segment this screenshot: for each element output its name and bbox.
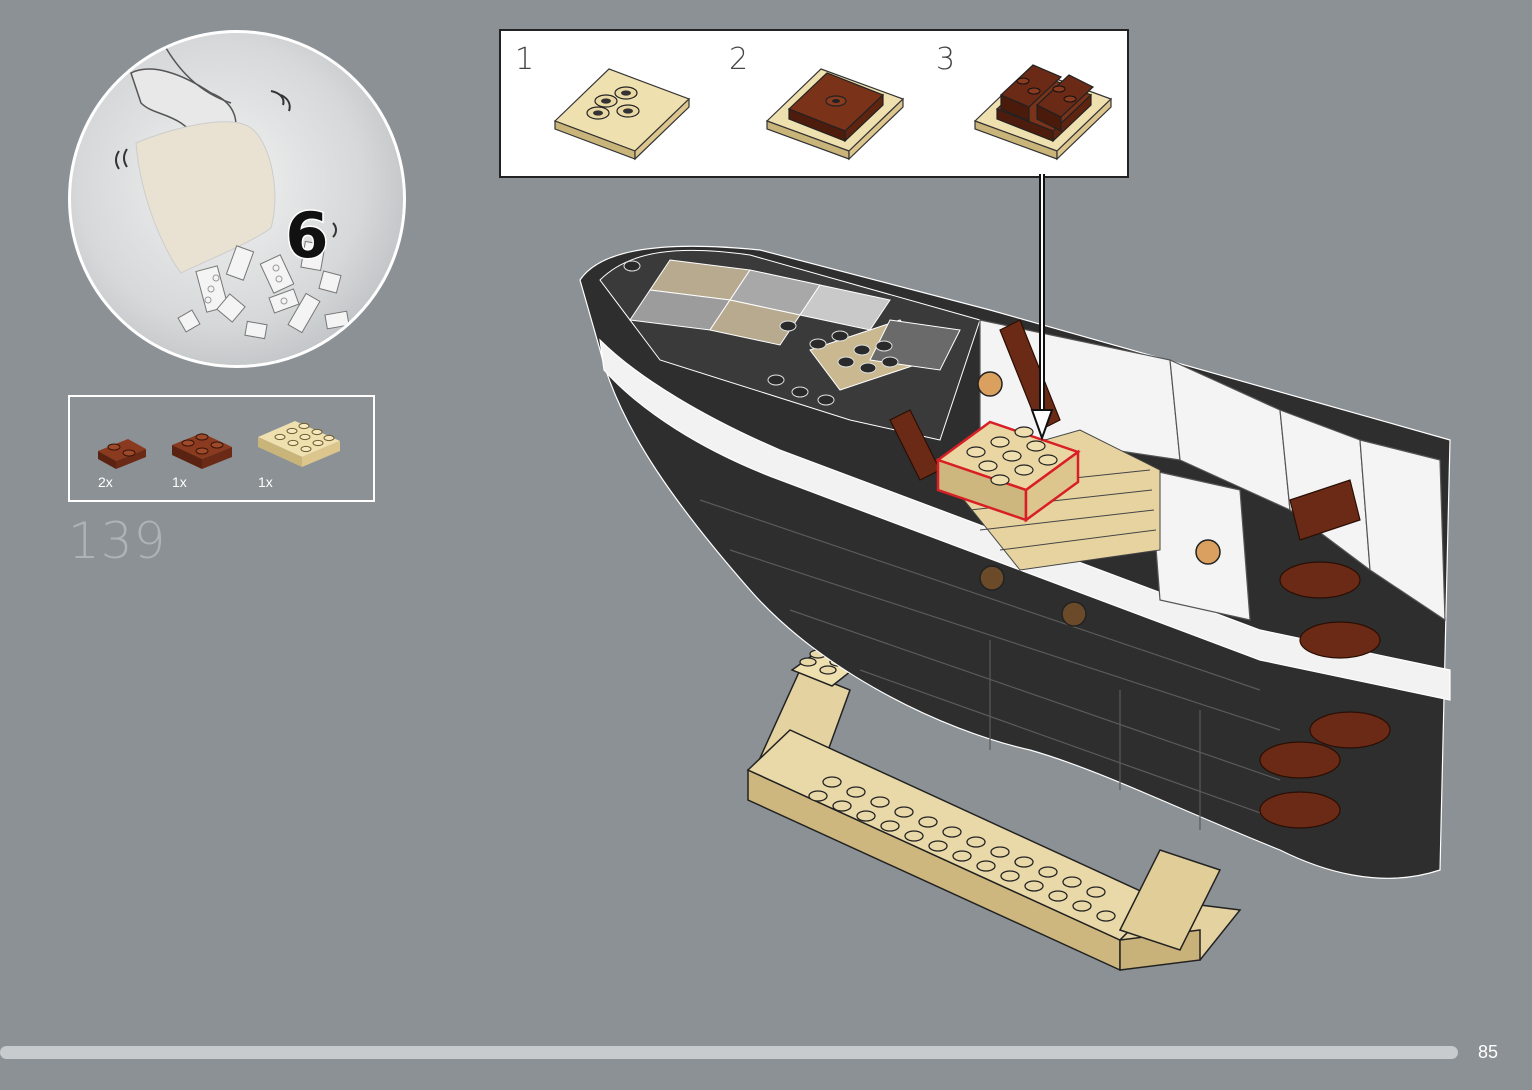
part-count-3: 1x	[258, 474, 273, 490]
part-count-2: 1x	[172, 474, 187, 490]
substep-2-graphic	[767, 69, 903, 159]
part-count-1: 2x	[98, 474, 113, 490]
callout-arrow-icon	[1030, 174, 1054, 442]
progress-bar	[0, 1046, 1458, 1059]
subassembly-box	[499, 29, 1129, 178]
substep-label-2: 2	[729, 42, 748, 77]
bag-with-bricks-icon	[71, 33, 403, 365]
brown-plate-1x2-icon	[98, 439, 146, 469]
tan-plate-3x3-icon	[258, 421, 340, 467]
parts-graphics	[70, 397, 373, 500]
substep-3-graphic	[975, 65, 1111, 159]
parts-list-box	[68, 395, 375, 502]
substep-label-1: 1	[515, 42, 534, 77]
substep-label-3: 3	[936, 42, 955, 77]
ship-hull-model-illustration	[560, 170, 1460, 990]
bag-illustration: 6	[68, 30, 406, 368]
subassembly-graphics	[501, 31, 1127, 176]
step-number: 139	[68, 512, 166, 570]
brown-plate-2x2-icon	[172, 433, 232, 469]
page-number: 85	[1478, 1042, 1498, 1063]
bag-number: 6	[267, 199, 347, 272]
substep-1-graphic	[555, 69, 689, 159]
